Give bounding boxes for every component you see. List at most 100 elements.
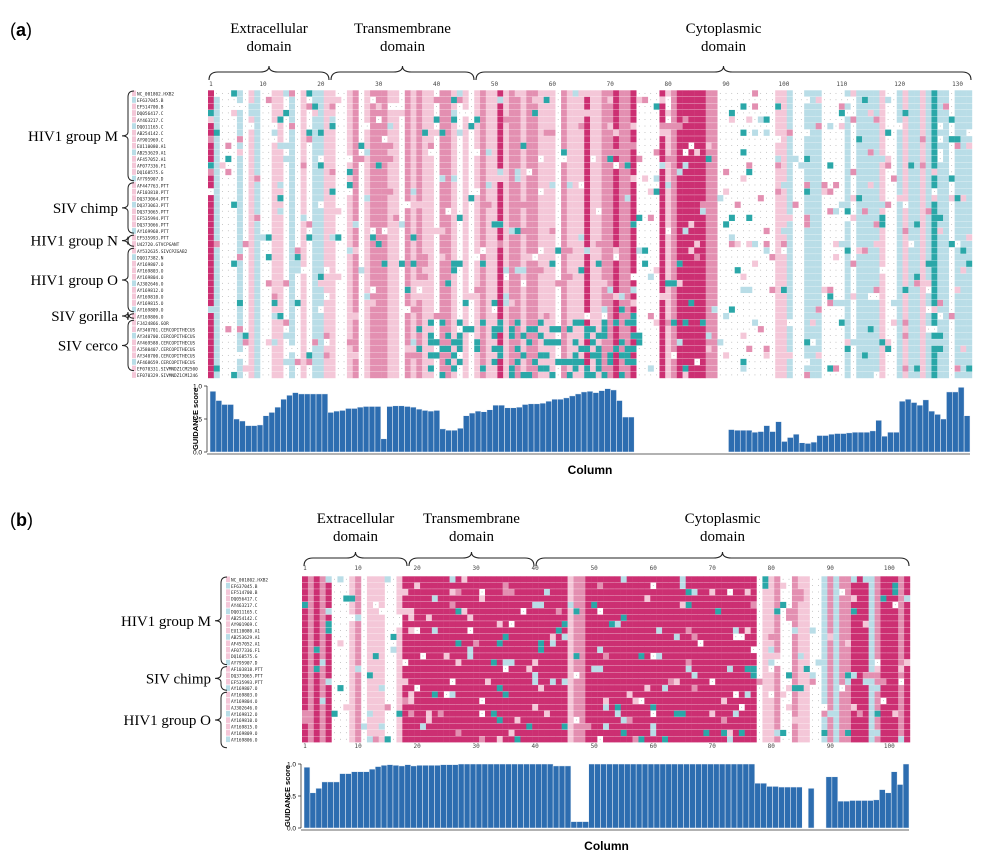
guidance-bar <box>677 763 684 829</box>
sequence-swatch <box>132 300 136 306</box>
sequence-id-label: AY169806.O <box>137 314 164 320</box>
guidance-bar <box>511 763 518 829</box>
guidance-bar <box>616 400 623 453</box>
sequence-swatch <box>226 723 230 730</box>
guidance-bar <box>635 763 643 829</box>
guidance-bar <box>745 429 753 453</box>
guidance-bar <box>563 397 570 453</box>
sequence-id-label: AY469588.CERCOPITHECUS <box>137 340 196 346</box>
guidance-bar <box>250 425 258 453</box>
sequence-swatch <box>226 582 230 589</box>
guidance-bar <box>922 399 930 453</box>
guidance-bar <box>600 763 607 829</box>
guidance-bar <box>475 763 483 829</box>
sequence-swatch <box>226 595 230 602</box>
guidance-bar <box>481 763 489 829</box>
guidance-bar <box>546 763 554 829</box>
guidance-bar <box>529 763 536 829</box>
guidance-bar <box>327 412 334 453</box>
guidance-bar <box>404 406 411 453</box>
guidance-bar <box>910 402 918 453</box>
domain-brace <box>208 65 330 81</box>
sequence-swatch <box>132 214 136 221</box>
sequence-id-label: EF637045.B <box>231 584 258 590</box>
sequence-id-label: AB253629.A1 <box>137 151 166 157</box>
group-label: SIV gorilla <box>51 309 118 325</box>
guidance-bar <box>380 765 388 829</box>
domain-brace <box>408 551 535 567</box>
guidance-bar <box>215 400 223 453</box>
ruler-tick-label: 10 <box>354 565 362 572</box>
sequence-id-label: DQ056417.C <box>231 597 258 603</box>
guidance-bar <box>421 410 429 453</box>
guidance-bar <box>610 389 617 453</box>
guidance-bar <box>575 393 582 453</box>
guidance-bar <box>480 411 488 453</box>
sequence-swatch <box>226 678 230 685</box>
sequence-id-label: EU110080.A1 <box>137 144 166 150</box>
ruler-tick-label: 70 <box>709 743 717 750</box>
sequence-id-label: AY532635.SIVCPZGAB2 <box>137 249 188 255</box>
guidance-bar <box>541 763 548 829</box>
guidance-bar <box>321 393 329 453</box>
sequence-id-label: AY169803.O <box>137 268 164 274</box>
guidance-bar <box>701 763 708 829</box>
sequence-id-label: EF070329.SIVMNDZ1CM1246 <box>137 373 198 379</box>
sequence-id-label: AY169803.O <box>231 693 258 699</box>
sequence-id-label: NC_001802.HXB2 <box>231 577 268 583</box>
ruler-tick-label: 60 <box>549 81 557 88</box>
sequence-id-label: DQ373063.PTT <box>137 203 169 209</box>
guidance-bar <box>875 420 882 453</box>
guidance-bar <box>245 425 252 453</box>
guidance-bar <box>527 403 535 453</box>
sequence-swatch <box>132 97 136 103</box>
ruler-tick-label: 50 <box>591 565 599 572</box>
sequence-swatch <box>132 208 136 215</box>
sequence-id-label: EF535994.PTT <box>137 216 169 222</box>
sequence-id-label: DQ168575.G <box>231 654 258 660</box>
guidance-bar <box>628 416 635 453</box>
sequence-swatch <box>132 162 136 169</box>
guidance-bar <box>374 766 382 829</box>
sequence-swatch <box>132 247 136 254</box>
guidance-bar <box>262 415 270 453</box>
sequence-id-label: AY795907.D <box>137 177 164 183</box>
guidance-bar <box>739 429 747 453</box>
ruler-tick-label: 100 <box>884 743 895 750</box>
guidance-bar <box>570 821 578 829</box>
sequence-swatch <box>132 339 136 346</box>
sequence-swatch <box>226 589 230 595</box>
sequence-swatch <box>132 195 136 202</box>
ruler-tick-label: 60 <box>650 565 658 572</box>
guidance-bar <box>766 786 773 829</box>
sequence-id-label: EF514700.B <box>231 590 258 596</box>
guidance-bar <box>769 431 776 453</box>
guidance-bar <box>374 406 382 453</box>
guidance-bar <box>457 763 465 829</box>
guidance-bar <box>392 405 399 453</box>
y-tick-label: 1.0 <box>287 762 296 769</box>
sequence-swatch <box>132 254 136 260</box>
guidance-bar <box>428 765 435 829</box>
sequence-swatch <box>132 221 136 228</box>
group-brace <box>214 666 228 691</box>
sequence-id-label: AY169815.O <box>231 725 258 731</box>
guidance-bar <box>665 763 672 829</box>
group-brace <box>121 247 135 313</box>
guidance-bar <box>775 421 782 453</box>
sequence-id-label: AY169809.O <box>137 308 164 314</box>
guidance-bar <box>757 431 765 453</box>
ruler-tick-label: 120 <box>894 81 905 88</box>
sequence-id-label: AY169810.O <box>137 295 164 301</box>
guidance-bar <box>486 409 494 453</box>
sequence-swatch <box>132 345 136 352</box>
sequence-swatch <box>132 149 136 156</box>
guidance-bar <box>594 763 601 829</box>
guidance-bar <box>339 773 346 829</box>
guidance-bar <box>416 765 423 829</box>
guidance-bar <box>333 410 340 453</box>
sequence-id-label: EF535993.PTT <box>231 680 263 686</box>
